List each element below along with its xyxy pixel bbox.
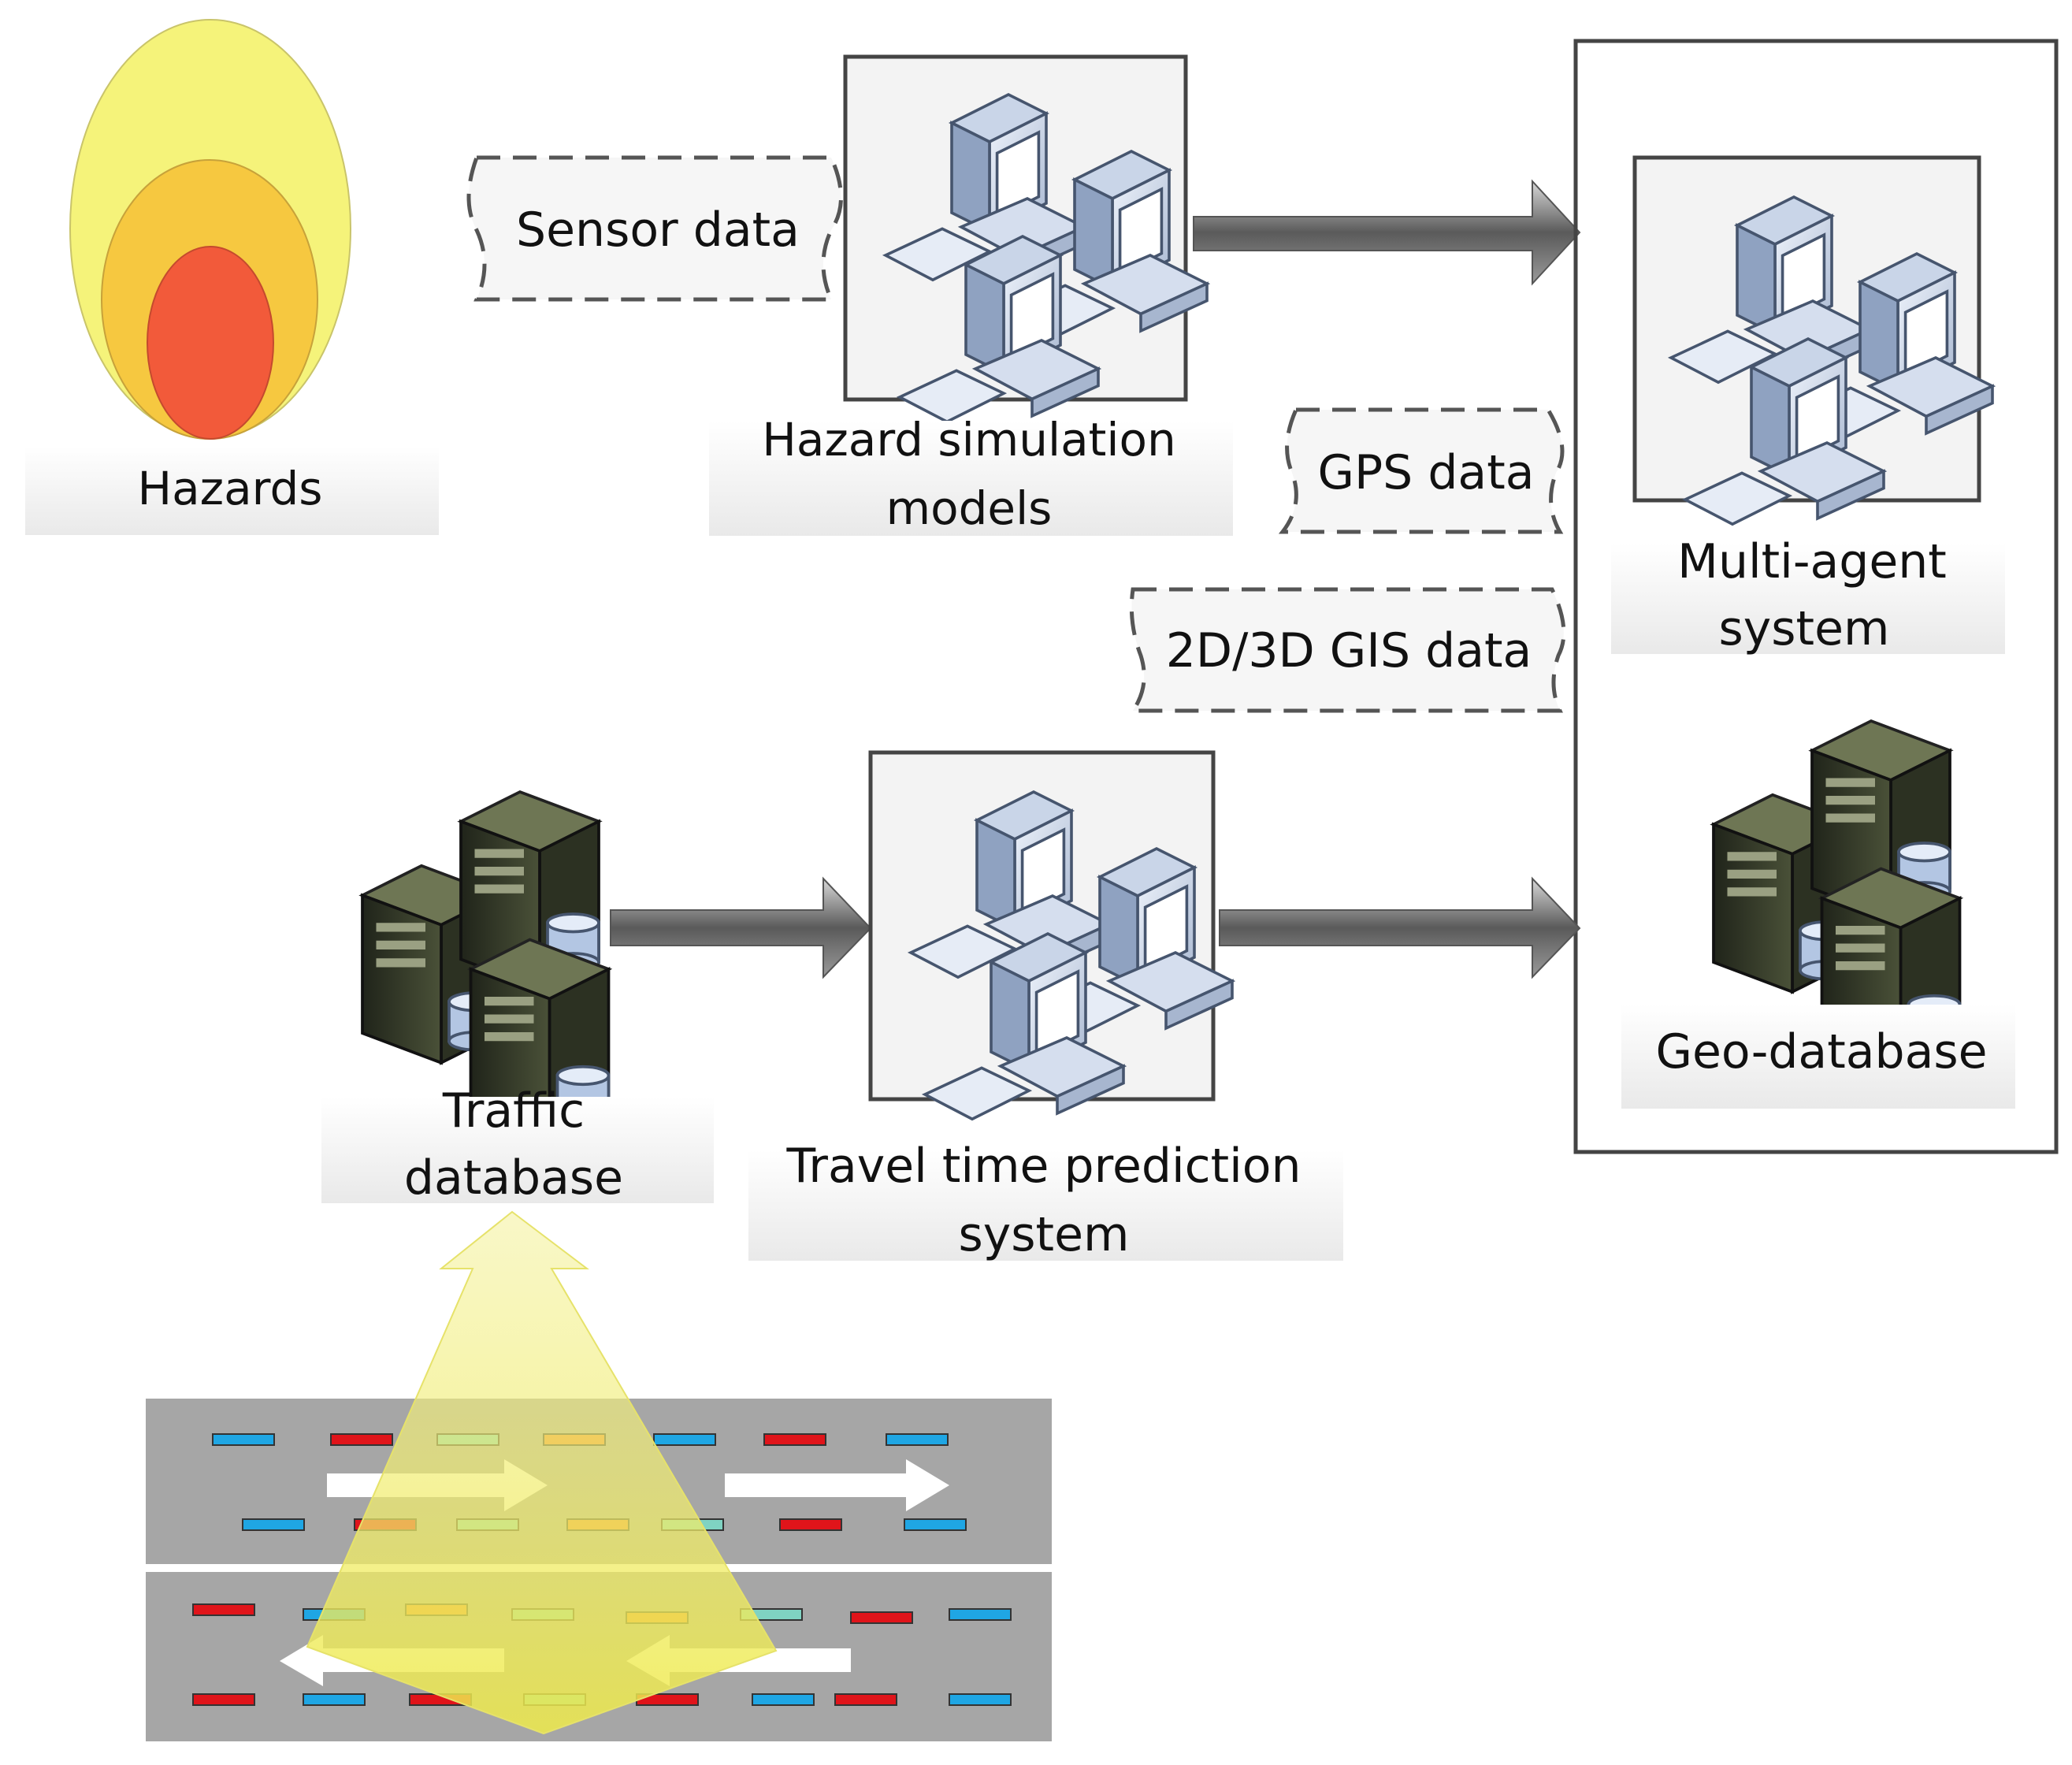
travel-time-label-box: Travel time prediction system xyxy=(748,1139,1343,1262)
hazard-simulation-label-line1: Hazard simulation xyxy=(762,413,1176,466)
traffic-database-label-line2: database xyxy=(404,1150,623,1206)
hazard-icon xyxy=(69,19,351,440)
hazards-label: Hazards xyxy=(137,462,322,515)
gps-data-label: GPS data xyxy=(1318,445,1535,500)
integration-container xyxy=(1573,39,2059,1154)
arrow-hazard-to-multi-agent xyxy=(1193,179,1581,286)
geo-database-label: Geo-database xyxy=(1655,1024,1987,1079)
gps-data-tag: GPS data xyxy=(1278,407,1565,534)
travel-time-node xyxy=(868,750,1232,1119)
hazard-simulation-label-line2: models xyxy=(886,481,1053,535)
arrow-travel-time-to-geo-database xyxy=(1219,876,1581,979)
multi-agent-label-line1: Multi-agent xyxy=(1677,534,1947,589)
traffic-database-label-box: Traffic database xyxy=(321,1083,714,1206)
hazard-simulation-label-box: Hazard simulation models xyxy=(709,413,1233,536)
geo-database-label-box: Geo-database xyxy=(1621,1005,2015,1109)
arrow-traffic-to-travel-time xyxy=(610,876,872,979)
multi-agent-label-line2: system xyxy=(1719,601,1890,656)
sensor-cone-icon xyxy=(306,1210,778,1735)
gis-data-label: 2D/3D GIS data xyxy=(1166,623,1532,678)
multi-agent-node xyxy=(1632,155,1992,524)
sensor-data-tag: Sensor data xyxy=(466,155,843,302)
travel-time-label-line2: system xyxy=(959,1207,1130,1262)
traffic-database-label-line1: Traffic xyxy=(442,1083,585,1139)
travel-time-label-line1: Travel time prediction xyxy=(785,1139,1301,1194)
multi-agent-label-box: Multi-agent system xyxy=(1611,534,2005,656)
sensor-data-label: Sensor data xyxy=(516,203,800,258)
hazard-simulation-node xyxy=(843,54,1207,422)
hazards-label-box: Hazards xyxy=(25,447,439,535)
gis-data-tag: 2D/3D GIS data xyxy=(1129,587,1566,713)
